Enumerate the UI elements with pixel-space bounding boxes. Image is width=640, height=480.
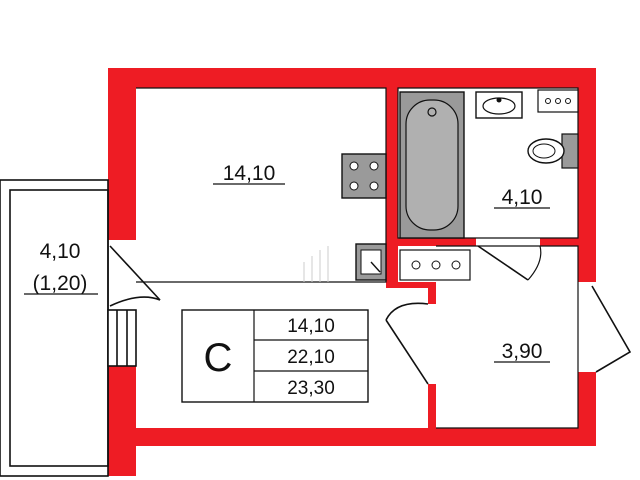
panel-dot-3 — [565, 98, 571, 104]
bathtub-drain — [427, 107, 437, 117]
wall-left-lower — [108, 366, 136, 476]
stove-burner-1 — [349, 161, 359, 171]
wall-hall-left-upper — [428, 284, 436, 304]
walls — [108, 68, 596, 476]
balcony-reduced-label: (1,20) — [33, 272, 88, 295]
utility-dot-1 — [411, 260, 421, 270]
utility-dot-3 — [451, 260, 461, 270]
living-area-label: 14,10 — [223, 162, 276, 185]
stove-burner-2 — [369, 161, 379, 171]
bathroom-fixtures — [399, 89, 579, 281]
wall-right-lower — [578, 372, 596, 446]
wall-right-upper — [578, 68, 596, 282]
cabinet-marks — [303, 246, 329, 282]
toilet-seat — [532, 143, 556, 159]
outline-bath — [397, 87, 579, 239]
hall-area-label: 3,90 — [502, 340, 543, 363]
hall-left-door-arc — [385, 302, 429, 321]
hall-left-door-leaf — [385, 319, 429, 385]
summary-table: С 14,10 22,10 23,30 — [181, 309, 369, 403]
panel-dot-2 — [555, 98, 561, 104]
wall-top — [108, 68, 596, 88]
stove — [341, 153, 387, 199]
wall-bath-bottom-right — [540, 238, 580, 246]
panel-dot-1 — [545, 98, 551, 104]
kitchen-sink-tap — [370, 261, 381, 273]
balcony-door-arc — [109, 296, 161, 307]
balcony — [0, 179, 161, 477]
wall-kitchen-step — [386, 282, 436, 288]
outline-hall — [436, 245, 579, 429]
washbasin-tap — [496, 97, 502, 103]
balcony-window — [107, 309, 137, 367]
summary-total: 22,10 — [287, 347, 335, 368]
summary-living: 14,10 — [287, 316, 335, 337]
wall-bottom — [108, 428, 596, 446]
hall-doors — [385, 285, 632, 385]
balcony-inner — [9, 189, 109, 467]
wall-bath-bottom-left — [386, 238, 476, 246]
stove-burner-3 — [349, 181, 359, 191]
wall-hall-left-lower — [428, 384, 436, 430]
balcony-area-label: 4,10 — [40, 240, 81, 263]
balcony-door-leaf — [109, 245, 161, 301]
bathtub-inner — [405, 99, 459, 231]
room-labels: 14,10 4,10 3,90 4,10 (1,20) — [24, 162, 550, 363]
kitchen-fixtures — [303, 153, 471, 282]
utility-dot-2 — [431, 260, 441, 270]
summary-total-with-balcony: 23,30 — [287, 378, 335, 399]
bathroom-area-label: 4,10 — [502, 186, 543, 209]
summary-table-frame — [181, 309, 369, 403]
wall-left-upper — [108, 68, 136, 240]
bath-panel — [537, 89, 579, 113]
stove-burner-4 — [369, 181, 379, 191]
bath-door-arc — [527, 245, 542, 281]
entrance-door-leaf — [591, 285, 632, 373]
bath-door-leaf — [477, 245, 529, 281]
wall-bath-left — [386, 88, 398, 284]
apartment-type-letter: С — [204, 336, 233, 380]
balcony-outer — [0, 179, 109, 477]
